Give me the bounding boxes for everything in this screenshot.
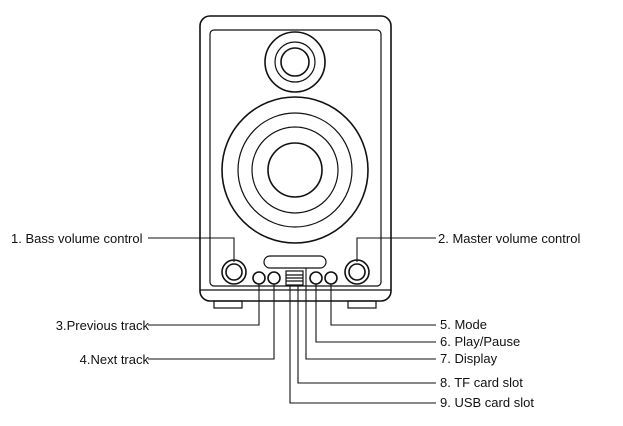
tweeter xyxy=(264,31,326,93)
next-track-button[interactable] xyxy=(267,271,281,285)
woofer xyxy=(221,96,369,244)
label-tf-card-slot: 8. TF card slot xyxy=(440,375,523,390)
card-slots[interactable] xyxy=(285,270,304,286)
leader-mode xyxy=(330,284,436,326)
labels: 1. Bass volume control 2. Master volume … xyxy=(11,231,580,410)
leader-next-track xyxy=(148,284,275,360)
play-pause-button[interactable] xyxy=(309,271,323,285)
display-window xyxy=(263,255,327,269)
label-next-track: 4.Next track xyxy=(80,352,150,367)
bass-volume-knob[interactable] xyxy=(221,259,247,285)
leader-display xyxy=(305,268,436,360)
speaker-cabinet xyxy=(199,15,392,309)
leader-lines xyxy=(148,237,436,404)
master-volume-knob[interactable] xyxy=(344,259,370,285)
right-foot xyxy=(347,300,377,309)
mode-button[interactable] xyxy=(324,271,338,285)
cabinet-inner xyxy=(209,29,382,287)
label-master-volume: 2. Master volume control xyxy=(438,231,580,246)
leader-bass-volume xyxy=(148,237,235,262)
label-bass-volume: 1. Bass volume control xyxy=(11,231,143,246)
leader-tf-card xyxy=(297,285,436,384)
previous-track-button[interactable] xyxy=(252,271,266,285)
label-play-pause: 6. Play/Pause xyxy=(440,334,520,349)
label-display: 7. Display xyxy=(440,351,498,366)
left-foot xyxy=(213,300,243,309)
leader-play-pause xyxy=(315,284,436,343)
leader-master-volume xyxy=(356,237,436,262)
leader-previous-track xyxy=(148,284,260,326)
label-previous-track: 3.Previous track xyxy=(56,318,150,333)
cabinet-outer xyxy=(199,15,392,302)
label-mode: 5. Mode xyxy=(440,317,487,332)
label-usb-card-slot: 9. USB card slot xyxy=(440,395,534,410)
leader-usb-card xyxy=(289,285,436,404)
control-panel xyxy=(221,255,370,286)
